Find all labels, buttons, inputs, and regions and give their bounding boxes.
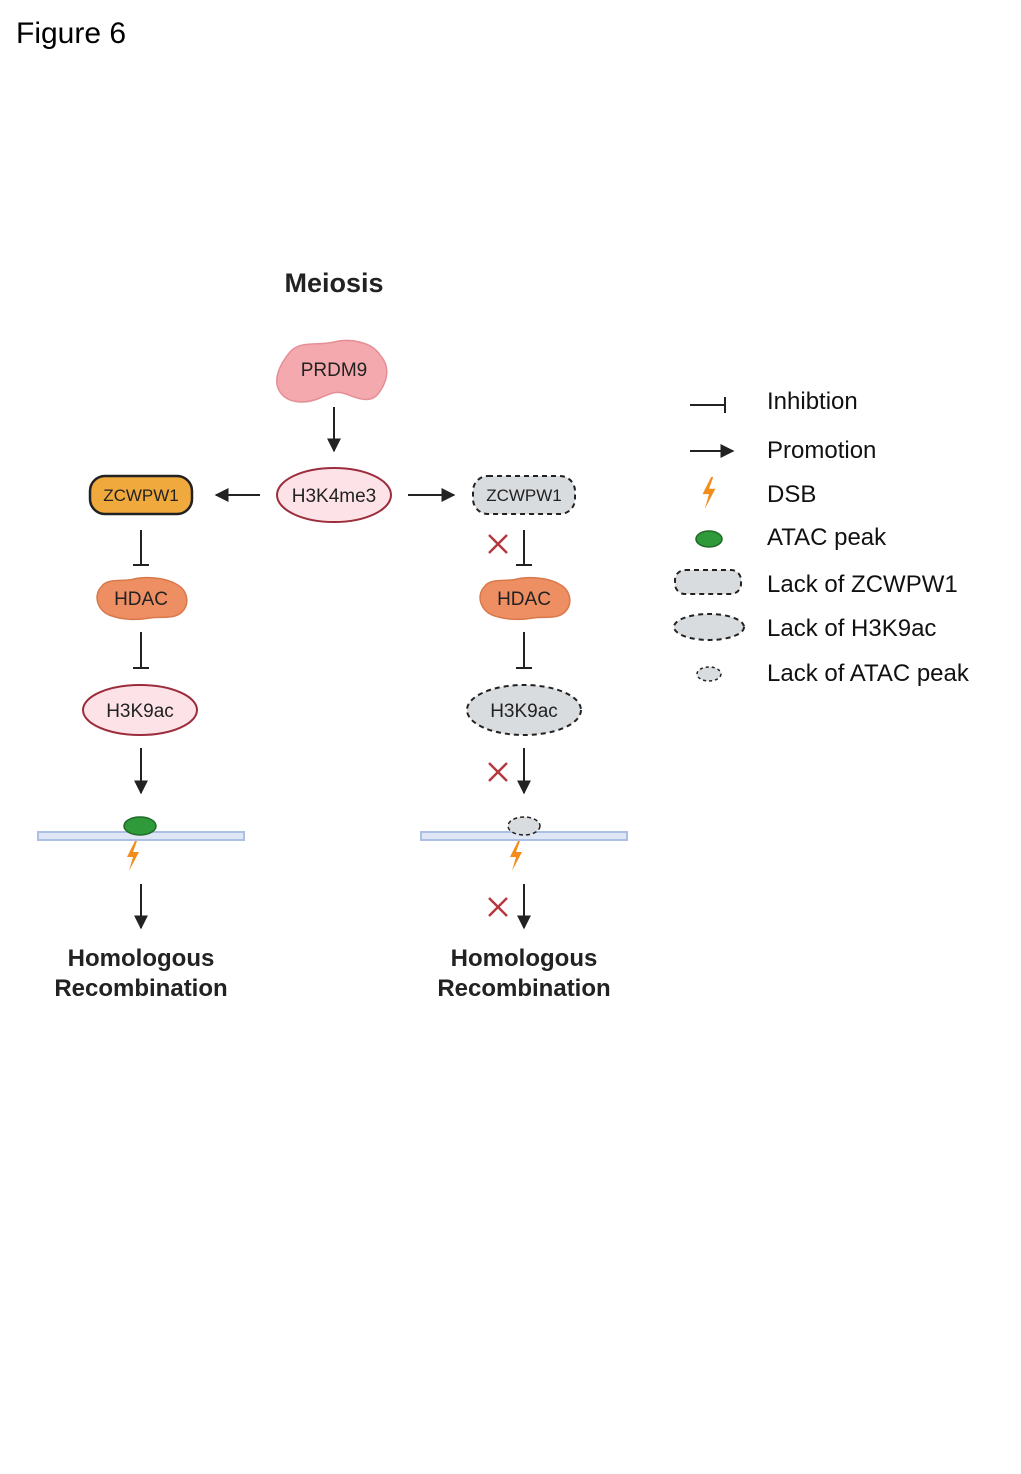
- zcwpw1-right-label: ZCWPW1: [486, 486, 562, 505]
- hdac-left-label: HDAC: [114, 589, 168, 610]
- legend-label-lack-atac-peak: Lack of ATAC peak: [767, 660, 970, 687]
- h3k9ac-left-node: H3K9ac: [82, 684, 198, 736]
- h3k9ac-left-label: H3K9ac: [106, 701, 174, 722]
- prdm9-node: PRDM9: [276, 339, 388, 403]
- hdac-left-node: HDAC: [96, 576, 188, 621]
- lightning-bolt-icon: [702, 477, 716, 509]
- blocked-marker-right-3: [488, 897, 508, 917]
- dsb-lightning-icon: [510, 841, 522, 871]
- lack-atac-peak-icon: [507, 816, 541, 836]
- outcome-right-line1: Homologous: [451, 945, 598, 972]
- dashed-rounded-rect-icon: [674, 569, 742, 595]
- legend-label-lack-h3k9ac: Lack of H3K9ac: [767, 615, 936, 642]
- legend-label-atac-peak: ATAC peak: [767, 524, 887, 551]
- inhibition-right-2: [516, 632, 532, 669]
- blocked-marker-right-2: [488, 762, 508, 782]
- dna-strand-right: [420, 816, 628, 871]
- zcwpw1-left-label: ZCWPW1: [103, 486, 179, 505]
- dna-strand-left: [37, 816, 245, 871]
- outcome-left-line1: Homologous: [68, 945, 215, 972]
- inhibition-left-2: [133, 632, 149, 669]
- hdac-right-label: HDAC: [497, 589, 551, 610]
- green-ellipse-icon: [695, 530, 723, 548]
- outcome-left-line2: Recombination: [54, 975, 227, 1002]
- h3k4me3-label: H3K4me3: [292, 486, 377, 507]
- legend-label-promotion: Promotion: [767, 437, 876, 464]
- h3k4me3-node: H3K4me3: [276, 467, 392, 523]
- dashed-ellipse-icon: [673, 613, 745, 641]
- h3k9ac-right-node: H3K9ac: [466, 684, 582, 736]
- zcwpw1-right-node: ZCWPW1: [472, 475, 576, 515]
- outcome-right-line2: Recombination: [437, 975, 610, 1002]
- zcwpw1-left-node: ZCWPW1: [88, 474, 194, 516]
- small-dashed-ellipse-icon: [696, 666, 722, 682]
- legend-label-inhibition: Inhibtion: [767, 388, 858, 415]
- inhibition-icon: [690, 397, 726, 413]
- h3k9ac-right-label: H3K9ac: [490, 701, 558, 722]
- figure-label: Figure 6: [16, 17, 126, 50]
- blocked-marker-right-1: [488, 534, 508, 554]
- inhibition-left-1: [133, 530, 149, 566]
- legend-label-lack-zcwpw1: Lack of ZCWPW1: [767, 571, 958, 598]
- hdac-right-node: HDAC: [479, 576, 571, 621]
- legend: Inhibtion Promotion DSB ATAC peak Lack o…: [673, 388, 970, 687]
- diagram-title: Meiosis: [284, 268, 383, 298]
- prdm9-label: PRDM9: [301, 360, 368, 381]
- legend-label-dsb: DSB: [767, 481, 816, 508]
- inhibition-right-1: [516, 530, 532, 566]
- dsb-lightning-icon: [127, 841, 139, 871]
- atac-peak-icon: [123, 816, 157, 836]
